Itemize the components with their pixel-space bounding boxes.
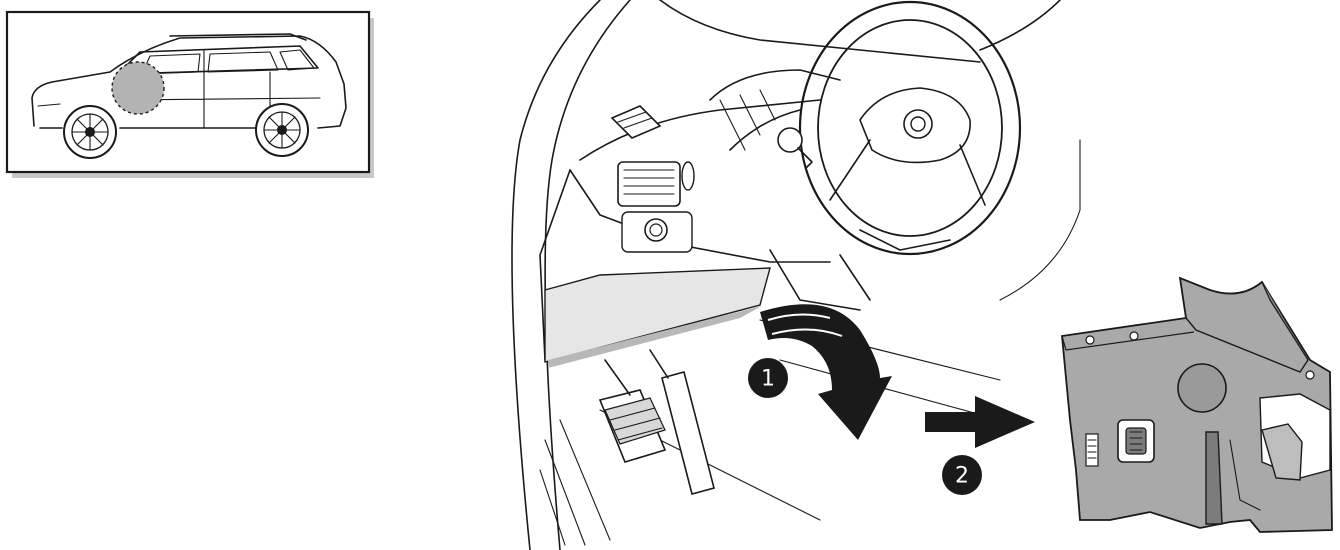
brake-pedal-icon xyxy=(600,360,665,462)
panel-round-boss xyxy=(1178,364,1226,412)
panel-clip-icon xyxy=(1086,434,1098,466)
ignition-key-icon xyxy=(778,128,812,168)
panel-connector-icon xyxy=(1118,420,1154,462)
locator-inset xyxy=(7,12,374,178)
step-badge-2: 2 xyxy=(942,455,982,495)
interior-illustration xyxy=(512,0,1080,550)
removed-lower-dash-panel xyxy=(1062,278,1332,532)
step-badge-1: 1 xyxy=(748,358,788,398)
rear-wheel-icon xyxy=(256,104,308,156)
step-1-number: 1 xyxy=(761,367,775,392)
light-switch-icon xyxy=(622,212,692,252)
step-2-number: 2 xyxy=(955,464,969,489)
front-wheel-icon xyxy=(64,106,116,158)
steering-wheel-icon xyxy=(800,2,1020,254)
air-vent-icon xyxy=(618,162,694,206)
